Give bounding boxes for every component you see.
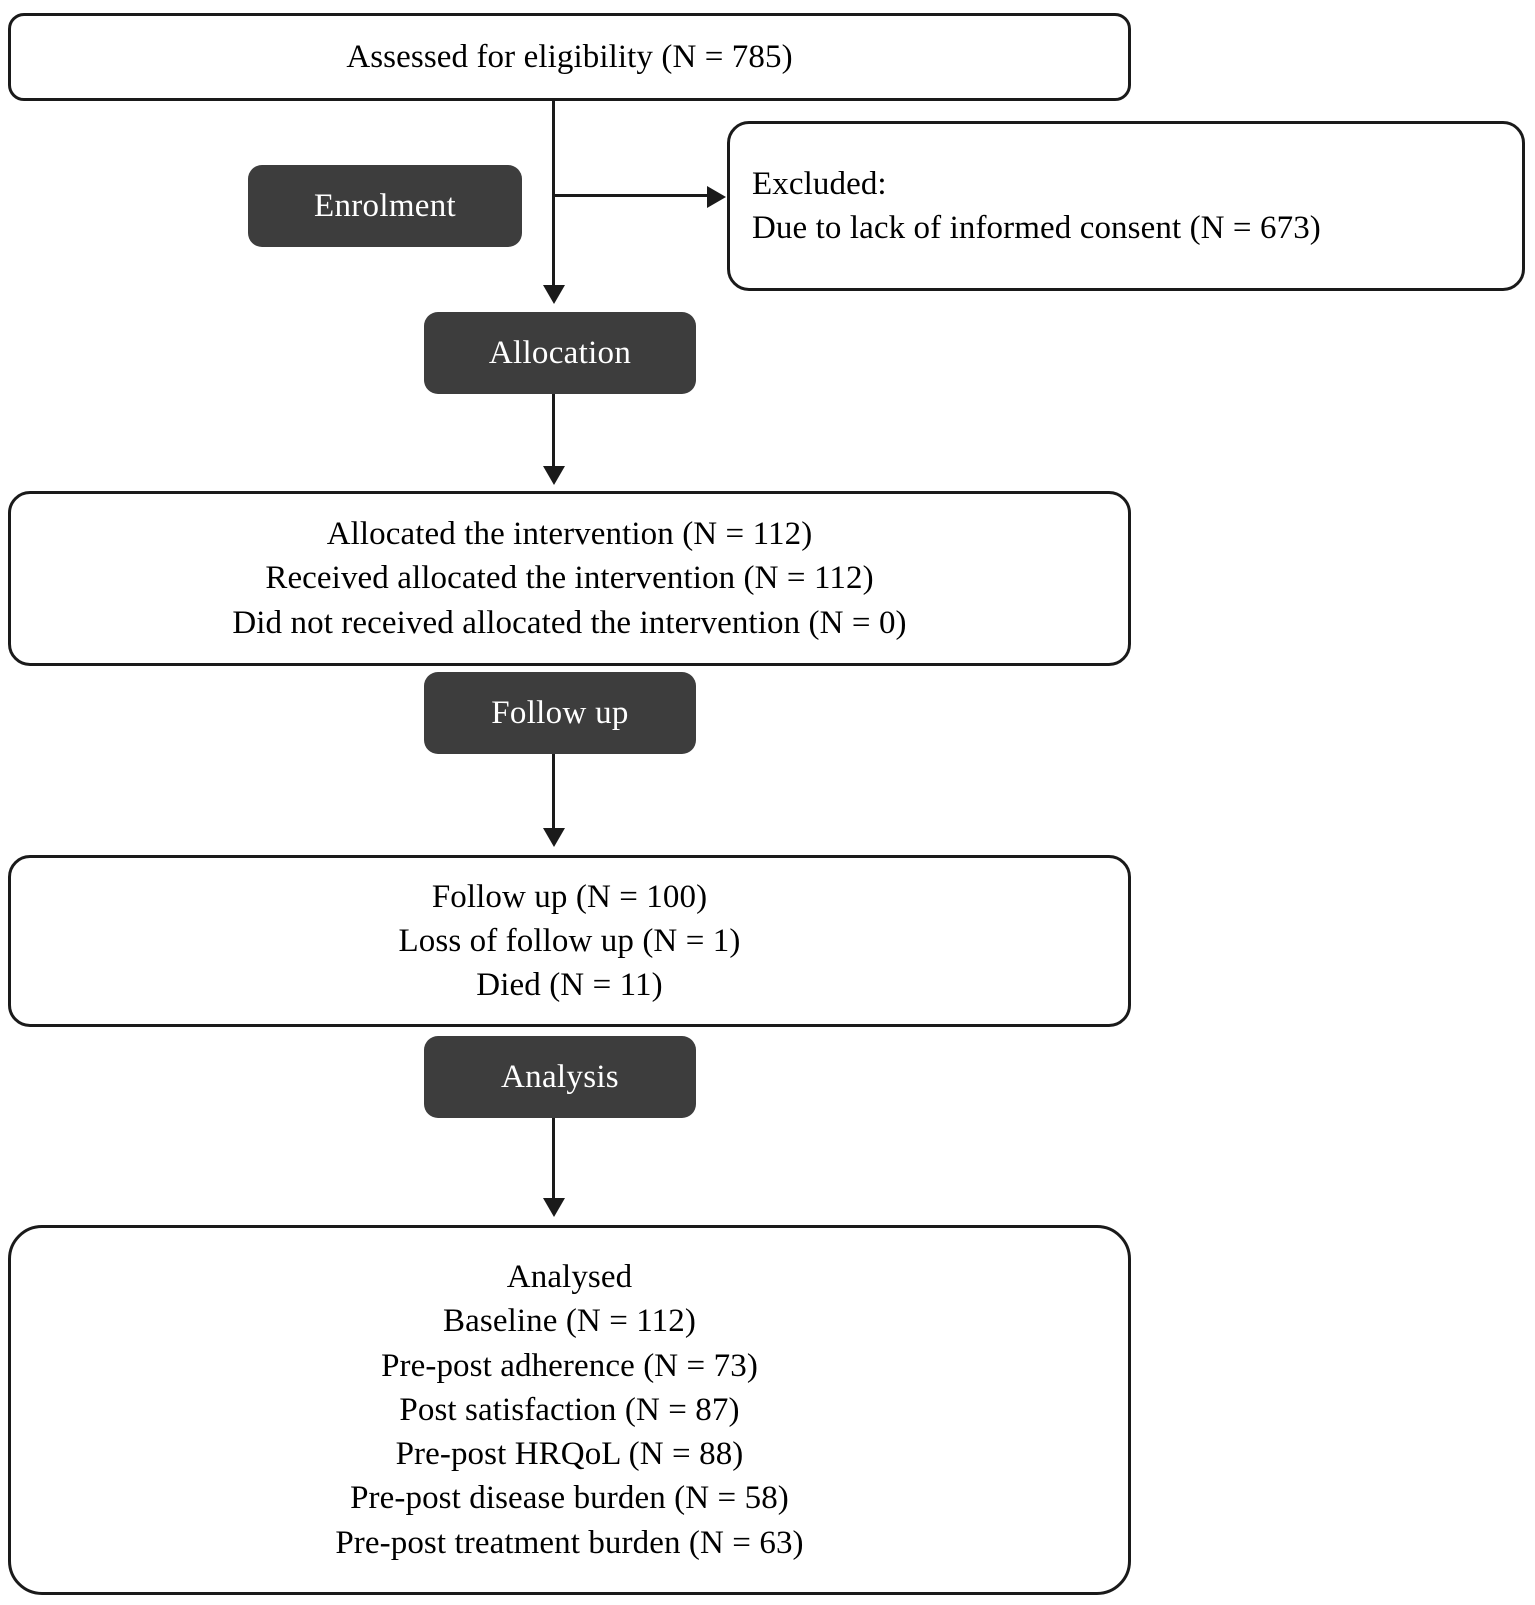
- node-line: Pre-post HRQoL (N = 88): [395, 1436, 744, 1473]
- node-line: Allocated the intervention (N = 112): [326, 516, 813, 553]
- node-line: Died (N = 11): [476, 967, 663, 1004]
- node-line: Pre-post adherence (N = 73): [381, 1347, 758, 1384]
- arrowhead-to-allocated: [543, 466, 565, 485]
- stage-label-follow-up: Follow up: [424, 672, 696, 754]
- stage-label-text: Follow up: [491, 694, 629, 731]
- node-excluded: Excluded: Due to lack of informed consen…: [727, 121, 1525, 291]
- stage-label-text: Allocation: [488, 334, 632, 371]
- node-analysed-details: Analysed Baseline (N = 112) Pre-post adh…: [8, 1225, 1131, 1595]
- stage-label-text: Analysis: [501, 1058, 619, 1095]
- node-line: Baseline (N = 112): [443, 1303, 696, 1340]
- arrowhead-to-allocation: [543, 285, 565, 304]
- node-line: Follow up (N = 100): [431, 878, 708, 915]
- stage-label-analysis: Analysis: [424, 1036, 696, 1118]
- arrowhead-to-excluded: [707, 186, 726, 208]
- stage-label-text: Enrolment: [314, 187, 456, 224]
- node-line: Due to lack of informed consent (N = 673…: [752, 210, 1321, 246]
- node-line: Post satisfaction (N = 87): [399, 1391, 740, 1428]
- node-line: Received allocated the intervention (N =…: [265, 560, 874, 597]
- connector-to-excluded: [552, 194, 707, 197]
- node-line: Pre-post treatment burden (N = 63): [335, 1524, 804, 1561]
- node-line: Pre-post disease burden (N = 58): [350, 1480, 789, 1517]
- connector-allocation-to-allocated: [552, 394, 555, 468]
- node-line: Did not received allocated the intervent…: [232, 604, 907, 641]
- stage-label-enrolment: Enrolment: [248, 165, 522, 247]
- connector-analysis-to-analysed: [552, 1118, 555, 1200]
- stage-label-allocation: Allocation: [424, 312, 696, 394]
- node-follow-up-details: Follow up (N = 100) Loss of follow up (N…: [8, 855, 1131, 1027]
- arrowhead-to-analysed: [543, 1198, 565, 1217]
- arrowhead-to-followup-box: [543, 828, 565, 847]
- node-assessed-for-eligibility: Assessed for eligibility (N = 785): [8, 13, 1131, 101]
- node-line: Excluded:: [752, 165, 887, 202]
- node-line: Analysed: [506, 1259, 633, 1296]
- node-allocation-details: Allocated the intervention (N = 112) Rec…: [8, 491, 1131, 666]
- node-line: Assessed for eligibility (N = 785): [346, 38, 793, 75]
- connector-followup-to-followup-box: [552, 754, 555, 830]
- node-line: Loss of follow up (N = 1): [398, 922, 741, 959]
